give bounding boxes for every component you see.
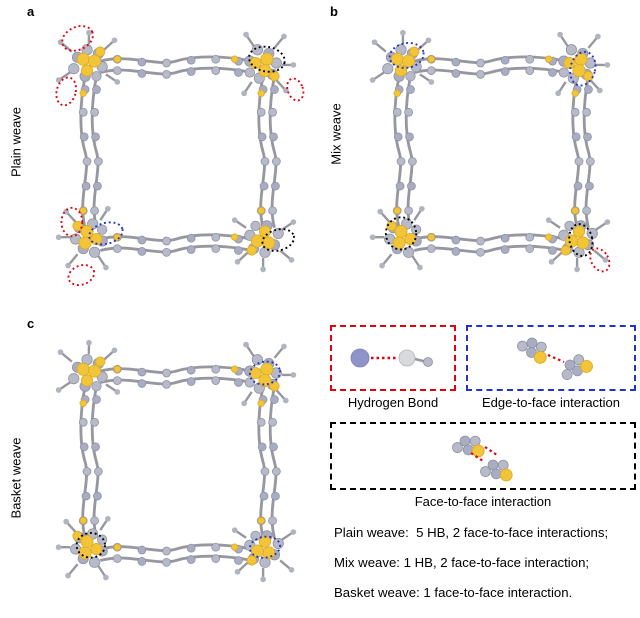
face-to-face-label: Face-to-face interaction — [414, 494, 552, 509]
edge-to-face-label: Edge-to-face interaction — [481, 395, 621, 410]
caption-line-mix-weave: Mix weave: 1 HB, 2 face-to-face interact… — [334, 555, 590, 570]
caption-line-plain-weave: Plain weave: 5 HB, 2 face-to-face intera… — [334, 525, 609, 540]
panel-c-letter: c — [27, 316, 35, 331]
panel-b-weave-label: Mix weave — [328, 103, 344, 165]
panel-basket-weave: c Basket weave — [0, 310, 320, 618]
panel-c-weave-label: Basket weave — [8, 437, 24, 519]
caption-line-basket-weave: Basket weave: 1 face-to-face interaction… — [334, 585, 573, 600]
basket-weave-interaction-highlights — [75, 360, 282, 559]
mix-weave-structure — [348, 2, 632, 302]
edge-to-face-icon — [515, 330, 595, 382]
mix-weave-interaction-highlights — [384, 42, 611, 273]
hydrogen-bond-box — [330, 325, 456, 391]
legend-captions: Hydrogen Bond Edge-to-face interaction — [330, 395, 636, 410]
figure-caption: Plain weave: 5 HB, 2 face-to-face intera… — [330, 525, 636, 600]
plain-weave-structure — [34, 25, 305, 286]
face-to-face-icon — [451, 431, 516, 483]
panel-mix-weave: b Mix weave — [320, 0, 640, 308]
edge-to-face-box — [466, 325, 636, 391]
plain-weave-interaction-highlights — [55, 25, 305, 286]
face-to-face-box — [330, 422, 636, 490]
panel-a-letter: a — [27, 4, 35, 19]
legend-row-1 — [330, 325, 636, 391]
basket-weave-structure — [34, 312, 318, 612]
panel-b-letter: b — [330, 4, 338, 19]
panel-plain-weave: a Plain weave — [0, 0, 320, 308]
hydrogen-bond-icon — [350, 348, 433, 368]
hydrogen-bond-label: Hydrogen Bond — [347, 395, 439, 410]
legend: Hydrogen Bond Edge-to-face interaction F… — [330, 312, 636, 618]
panel-a-weave-label: Plain weave — [8, 106, 24, 178]
